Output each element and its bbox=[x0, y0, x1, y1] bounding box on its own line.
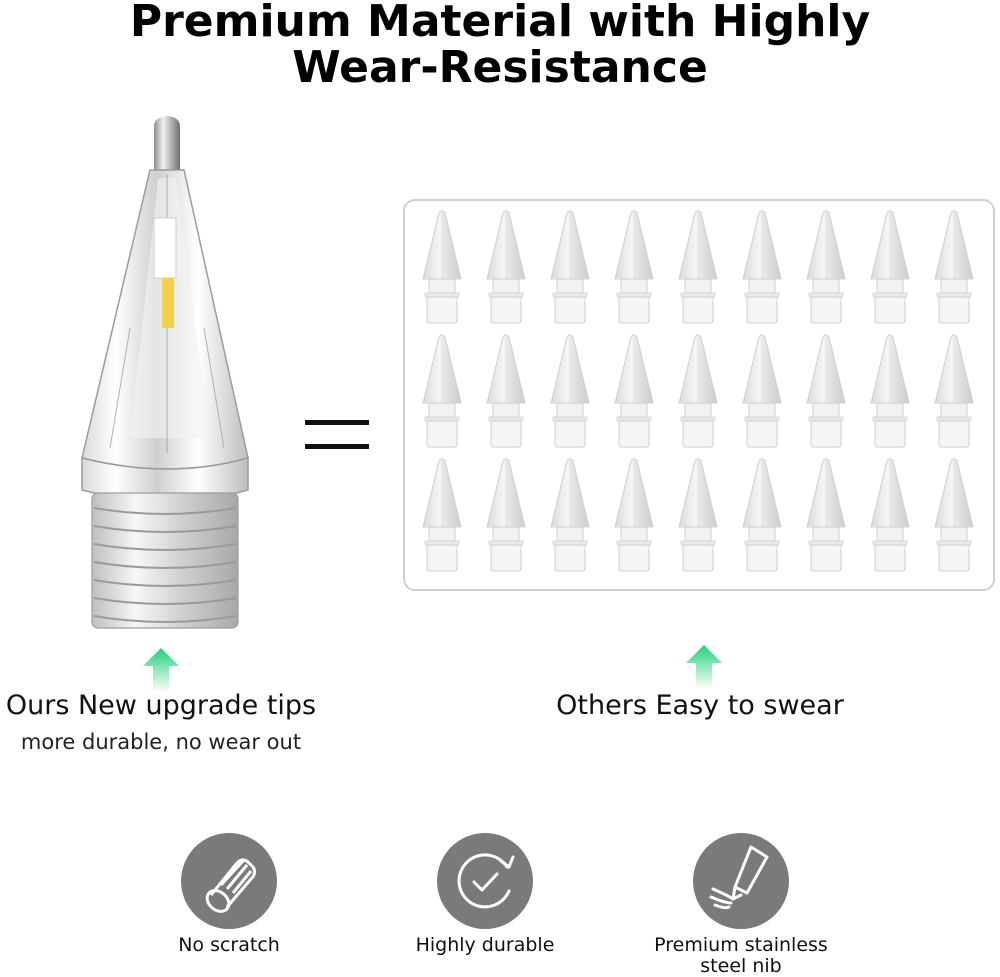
worn-tip bbox=[870, 458, 910, 572]
worn-tip bbox=[934, 334, 974, 448]
feature-icon-circle bbox=[693, 833, 789, 929]
worn-tip bbox=[934, 210, 974, 324]
feature-icon-circle bbox=[437, 833, 533, 929]
worn-tip bbox=[486, 334, 526, 448]
worn-tip bbox=[806, 210, 846, 324]
others-tips-panel bbox=[403, 199, 995, 591]
worn-tip bbox=[422, 458, 462, 572]
up-arrow-icon bbox=[143, 648, 179, 692]
worn-tip bbox=[614, 334, 654, 448]
pen-nib-icon bbox=[709, 845, 769, 910]
worn-tip bbox=[742, 334, 782, 448]
worn-tip bbox=[806, 458, 846, 572]
up-arrow-icon bbox=[686, 645, 722, 689]
worn-tip bbox=[486, 210, 526, 324]
worn-tip bbox=[422, 210, 462, 324]
clock-check-icon bbox=[457, 853, 515, 909]
worn-tip bbox=[614, 210, 654, 324]
worn-tip bbox=[550, 334, 590, 448]
feature-icon-circle bbox=[181, 833, 277, 929]
equals-sign bbox=[305, 420, 369, 450]
title-line-1: Premium Material with Highly bbox=[129, 0, 871, 47]
feature-no-scratch: No scratch bbox=[119, 833, 339, 973]
worn-tip bbox=[870, 210, 910, 324]
ours-sublabel: more durable, no wear out bbox=[20, 730, 302, 754]
worn-tip bbox=[742, 458, 782, 572]
worn-tip bbox=[934, 458, 974, 572]
worn-tip bbox=[806, 334, 846, 448]
upgrade-tip-image bbox=[81, 116, 249, 629]
title-line-2: Wear-Resistance bbox=[292, 42, 708, 93]
feature-label: Highly durable bbox=[415, 934, 555, 956]
worn-tip bbox=[486, 458, 526, 572]
worn-tip bbox=[742, 210, 782, 324]
worn-tip bbox=[422, 334, 462, 448]
others-label: Others Easy to swear bbox=[556, 690, 844, 721]
worn-tip bbox=[678, 458, 718, 572]
worn-tip bbox=[678, 334, 718, 448]
ours-label: Ours New upgrade tips bbox=[5, 690, 317, 721]
worn-tip bbox=[678, 210, 718, 324]
worn-tip bbox=[550, 458, 590, 572]
worn-tip bbox=[614, 458, 654, 572]
feature-label: No scratch bbox=[178, 934, 280, 956]
eraser-icon bbox=[205, 858, 257, 913]
worn-tip bbox=[550, 210, 590, 324]
worn-tip bbox=[870, 334, 910, 448]
feature-highly-durable: Highly durable bbox=[375, 833, 595, 973]
